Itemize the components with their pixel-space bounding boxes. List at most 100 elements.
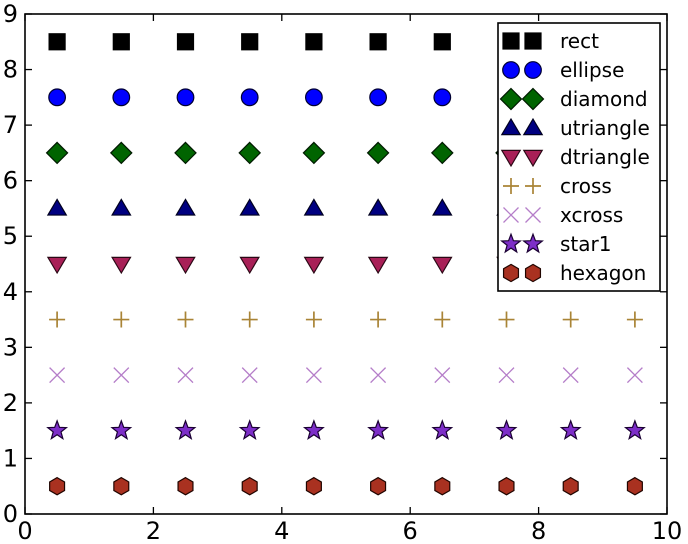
marker-ellipse (112, 88, 131, 107)
marker-cross (503, 178, 519, 194)
marker-cross (434, 311, 451, 328)
marker-diamond (521, 87, 545, 111)
marker-dtriangle (239, 256, 260, 275)
marker-diamond (45, 141, 69, 165)
marker-star1 (46, 419, 69, 440)
y-tick-label: 8 (3, 56, 18, 84)
marker-star1 (495, 419, 518, 440)
legend-item-hexagon: hexagon (502, 261, 646, 285)
legend-label: ellipse (560, 58, 624, 82)
marker-xcross (498, 367, 515, 384)
marker-utriangle (46, 198, 68, 216)
legend-label: diamond (560, 87, 648, 111)
marker-hexagon (498, 476, 515, 496)
marker-diamond (109, 141, 133, 165)
marker-utriangle (522, 117, 544, 136)
marker-star1 (110, 419, 133, 440)
y-tick-label: 9 (3, 0, 18, 28)
legend-item-ellipse: ellipse (502, 58, 624, 82)
legend: rect ellipse diamond utriangle dtriangle cros… (497, 22, 661, 292)
marker-xcross (434, 367, 451, 384)
marker-hexagon (434, 476, 451, 496)
marker-star1 (174, 419, 197, 440)
series-cross (49, 311, 643, 328)
marker-utriangle (239, 198, 260, 216)
marker-utriangle (432, 198, 453, 216)
x-tick-label: 0 (17, 517, 32, 544)
y-tick-label: 0 (3, 500, 18, 528)
marker-dtriangle (175, 256, 196, 275)
marker-dtriangle (522, 149, 544, 168)
legend-label: star1 (560, 232, 611, 256)
marker-rect (524, 32, 542, 50)
marker-hexagon (241, 476, 258, 496)
marker-ellipse (176, 88, 195, 107)
marker-hexagon (502, 263, 520, 283)
marker-star1 (367, 419, 390, 440)
marker-rect (369, 33, 387, 51)
marker-ellipse (502, 61, 520, 79)
marker-star1 (500, 232, 522, 254)
marker-star1 (431, 419, 454, 440)
marker-ellipse (433, 88, 452, 107)
plot-border (24, 13, 668, 515)
legend-item-dtriangle: dtriangle (500, 145, 650, 169)
marker-dtriangle (303, 256, 325, 275)
marker-diamond (430, 141, 454, 165)
y-tick-label: 1 (3, 444, 18, 472)
legend-item-utriangle: utriangle (500, 116, 650, 140)
marker-cross (498, 311, 515, 328)
marker-rect (433, 33, 451, 51)
marker-utriangle (111, 198, 132, 216)
marker-hexagon (49, 476, 66, 496)
legend-item-diamond: diamond (499, 87, 648, 111)
marker-utriangle (500, 117, 522, 136)
marker-xcross (370, 367, 387, 384)
marker-rect (241, 33, 259, 51)
y-tick-label: 4 (3, 278, 18, 306)
marker-star1 (559, 419, 582, 440)
y-tick-label: 7 (3, 111, 18, 139)
marker-hexagon (305, 476, 322, 496)
marker-star1 (238, 419, 261, 440)
marker-ellipse (240, 88, 259, 107)
marker-rect (305, 33, 323, 51)
marker-hexagon (626, 476, 643, 496)
marker-hexagon (562, 476, 579, 496)
legend-item-cross: cross (503, 174, 612, 198)
marker-hexagon (177, 476, 194, 496)
marker-xcross (525, 207, 541, 223)
marker-diamond (499, 87, 523, 111)
series-star1 (46, 419, 646, 440)
marker-xcross (305, 367, 322, 384)
marker-dtriangle (46, 256, 68, 275)
legend-label: rect (560, 29, 599, 53)
legend-label: hexagon (560, 261, 646, 285)
marker-cross (525, 178, 541, 194)
marker-cross (370, 311, 387, 328)
legend-item-star1: star1 (500, 232, 611, 256)
marker-diamond (302, 141, 326, 165)
x-tick-label: 10 (652, 517, 683, 544)
marker-xcross (562, 367, 579, 384)
marker-xcross (241, 367, 258, 384)
marker-xcross (503, 207, 519, 223)
marker-dtriangle (432, 256, 453, 275)
marker-cross (241, 311, 258, 328)
marker-dtriangle (111, 256, 132, 275)
series-xcross (49, 367, 643, 384)
marker-cross (177, 311, 194, 328)
marker-cross (113, 311, 130, 328)
marker-ellipse (305, 88, 323, 107)
marker-utriangle (303, 198, 325, 216)
marker-rect (502, 32, 520, 50)
legend-item-xcross: xcross (503, 203, 623, 227)
marker-hexagon (524, 263, 542, 283)
marker-star1 (623, 419, 646, 440)
marker-rect (112, 33, 130, 51)
marker-dtriangle (500, 149, 522, 168)
